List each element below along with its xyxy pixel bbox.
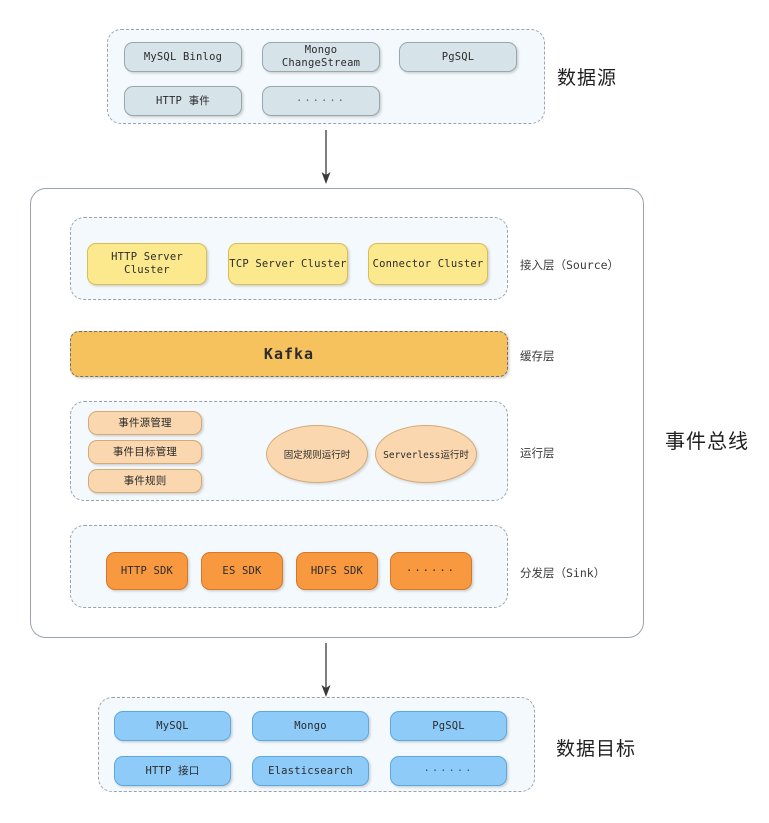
arrow-bus-to-target — [321, 643, 331, 697]
target-node-ellipsis[interactable]: ······ — [390, 756, 507, 786]
data-source-label: 数据源 — [557, 67, 618, 89]
arrow-source-to-bus — [321, 130, 331, 184]
ingest-node-tcp-server-cluster[interactable]: TCP Server Cluster — [228, 243, 348, 285]
target-node-pgsql[interactable]: PgSQL — [390, 711, 507, 741]
sink-node-ellipsis[interactable]: ······ — [390, 552, 472, 590]
ingest-layer-label: 接入层（Source） — [520, 258, 620, 272]
runtime-node-event-target-mgmt[interactable]: 事件目标管理 — [88, 440, 202, 464]
source-node-http-event[interactable]: HTTP 事件 — [124, 86, 242, 116]
target-node-elasticsearch[interactable]: Elasticsearch — [252, 756, 369, 786]
data-target-label: 数据目标 — [556, 738, 637, 760]
target-node-mysql[interactable]: MySQL — [114, 711, 231, 741]
ingest-node-connector-cluster[interactable]: Connector Cluster — [368, 243, 488, 285]
runtime-ellipse-fixed-rule[interactable]: 固定规则运行时 — [266, 425, 368, 483]
target-node-http-api[interactable]: HTTP 接口 — [114, 756, 231, 786]
sink-node-http-sdk[interactable]: HTTP SDK — [106, 552, 188, 590]
sink-node-hdfs-sdk[interactable]: HDFS SDK — [296, 552, 378, 590]
runtime-node-event-source-mgmt[interactable]: 事件源管理 — [88, 411, 202, 435]
runtime-ellipse-serverless[interactable]: Serverless运行时 — [375, 425, 477, 483]
sink-layer-label: 分发层（Sink） — [520, 566, 606, 580]
runtime-node-event-rule[interactable]: 事件规则 — [88, 469, 202, 493]
cache-layer-label: 缓存层 — [520, 349, 555, 363]
target-node-mongo[interactable]: Mongo — [252, 711, 369, 741]
source-node-ellipsis[interactable]: ······ — [262, 86, 380, 116]
runtime-layer-label: 运行层 — [520, 446, 555, 460]
ingest-node-http-server-cluster[interactable]: HTTP Server Cluster — [87, 243, 207, 285]
source-node-mysql-binlog[interactable]: MySQL Binlog — [124, 42, 242, 72]
source-node-pgsql[interactable]: PgSQL — [399, 42, 517, 72]
source-node-mongo-changestream[interactable]: Mongo ChangeStream — [262, 42, 380, 72]
sink-node-es-sdk[interactable]: ES SDK — [201, 552, 283, 590]
kafka-node[interactable]: Kafka — [70, 331, 508, 377]
event-bus-title: 事件总线 — [665, 429, 749, 453]
